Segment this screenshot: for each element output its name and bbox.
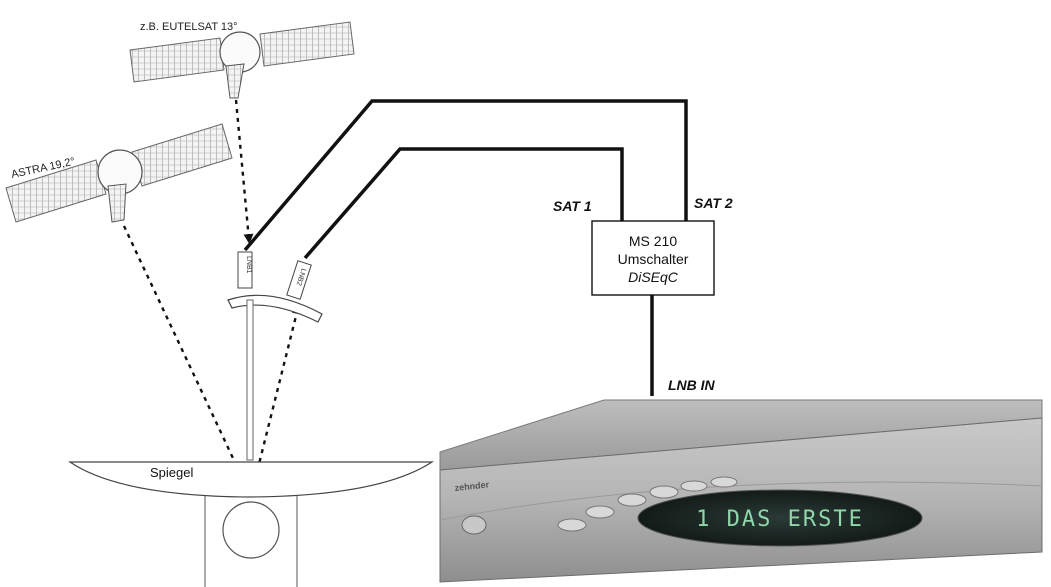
satellite-antenna bbox=[107, 183, 127, 223]
eutelsat-label: z.B. EUTELSAT 13° bbox=[140, 21, 238, 33]
cable-sat2 bbox=[243, 99, 688, 252]
front-button-1[interactable] bbox=[557, 518, 587, 532]
display-text: 1 DAS ERSTE bbox=[696, 507, 864, 532]
lnb-1-label: LNB1 bbox=[245, 256, 252, 274]
astra-satellite bbox=[5, 123, 233, 223]
eutelsat-signal-line bbox=[234, 99, 254, 244]
cable-sat1 bbox=[303, 147, 624, 260]
reflected-signal-line bbox=[251, 304, 302, 489]
switch-protocol-label: DiSEqC bbox=[628, 269, 679, 285]
solar-panel-left bbox=[129, 37, 225, 83]
eutelsat-satellite bbox=[129, 21, 355, 99]
astra-signal-line bbox=[122, 225, 249, 492]
solar-panel-right bbox=[131, 123, 233, 187]
diseqc-switch-box bbox=[591, 220, 715, 296]
dish-reflector bbox=[227, 294, 323, 323]
lnb-1: LNB1 bbox=[237, 251, 253, 289]
dish-antenna: LNB1 LNB2 bbox=[227, 251, 323, 461]
coax-cables bbox=[243, 99, 688, 396]
satellite-antenna bbox=[225, 63, 245, 99]
brand-logo: zehnder bbox=[454, 479, 490, 493]
front-button-4[interactable] bbox=[649, 485, 679, 499]
mirror-label: Spiegel bbox=[150, 465, 193, 480]
switch-type-label: Umschalter bbox=[618, 251, 689, 267]
front-button-5[interactable] bbox=[680, 480, 708, 492]
front-button-2[interactable] bbox=[585, 505, 615, 519]
front-button-6[interactable] bbox=[710, 476, 738, 488]
solar-panel-right bbox=[259, 21, 355, 67]
display-panel bbox=[637, 489, 923, 547]
mirror-surface bbox=[68, 461, 435, 498]
switch-model-label: MS 210 bbox=[629, 233, 677, 249]
port-sat2-label: SAT 2 bbox=[694, 195, 733, 211]
front-button-3[interactable] bbox=[617, 493, 647, 507]
signal-paths bbox=[122, 99, 302, 492]
satellite-receiver: 1 DAS ERSTE zehnder bbox=[439, 399, 1043, 583]
mirror-pivot bbox=[222, 501, 280, 559]
lnb-2: LNB2 bbox=[286, 260, 312, 300]
solar-panel-left bbox=[5, 159, 107, 223]
dish-mast bbox=[246, 299, 254, 461]
mirror bbox=[68, 461, 435, 587]
lnb-in-label: LNB IN bbox=[668, 377, 716, 393]
receiver-top bbox=[439, 399, 1043, 471]
power-button[interactable] bbox=[461, 515, 487, 535]
port-sat1-label: SAT 1 bbox=[553, 198, 592, 214]
